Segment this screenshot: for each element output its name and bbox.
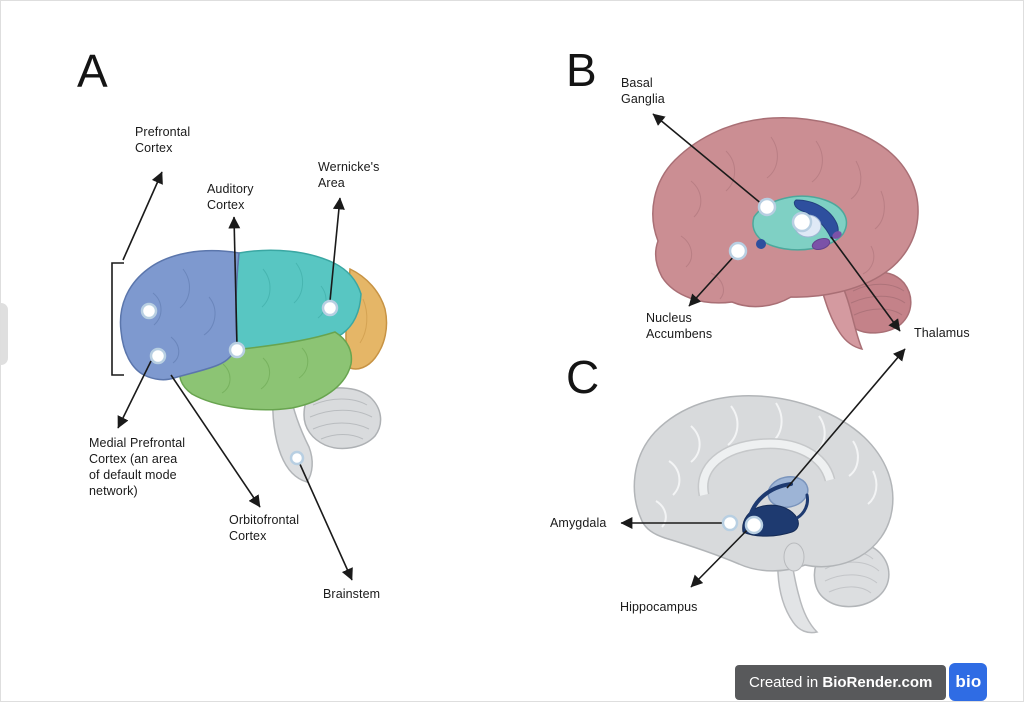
arrow-prefrontal-cortex: [122, 171, 163, 261]
corpus-callosum: [699, 439, 834, 496]
gyrus-line: [170, 336, 180, 364]
gyrus-line: [260, 357, 270, 390]
biorender-logo-icon: bio: [949, 663, 988, 701]
biorender-badge-text: Created in BioRender.com: [735, 664, 947, 700]
gyrus-line: [850, 160, 862, 200]
gyrus-line: [727, 405, 739, 446]
deep-purple-structure: [832, 231, 842, 239]
gyrus-line: [152, 292, 162, 326]
arrow-nucleus-accumbens: [688, 253, 737, 307]
biorender-badge: Created in BioRender.com bio: [735, 663, 988, 701]
screen-edge-artifact: [1, 303, 8, 365]
panel-a-brain: [119, 249, 388, 483]
panel-a-letter: A: [77, 45, 108, 97]
gyrus-line: [862, 245, 875, 275]
panel-b-letter: B: [566, 44, 597, 96]
marker-nucleus-accumbens: [728, 241, 748, 261]
gyrus-line: [710, 272, 724, 300]
gyrus-line: [874, 190, 885, 230]
gyrus-line: [655, 500, 667, 528]
marker-auditory-cortex: [228, 341, 246, 359]
marker-wernickes-area: [321, 299, 339, 317]
badge-prefix: Created in: [749, 673, 823, 691]
label-amygdala: Amygdala: [550, 516, 607, 530]
gyrus-line: [293, 262, 303, 304]
annotation-arrows: [111, 113, 906, 588]
cerebellum-striation: [312, 422, 370, 430]
thalamus-shape-c: [767, 475, 809, 509]
gyrus-line: [690, 180, 702, 218]
nucleus-accumbens-shape: [756, 239, 766, 249]
structure-markers: [140, 197, 813, 535]
gyrus-line: [766, 136, 778, 179]
cerebellum-striation: [824, 574, 878, 584]
gyrus-line: [814, 415, 826, 454]
brainstem-shape-b: [820, 283, 864, 351]
prefrontal-extent-bracket: [111, 262, 124, 376]
gyrus-line: [668, 460, 681, 496]
arrow-basal-ganglia: [652, 113, 764, 206]
gyrus-line: [680, 235, 693, 268]
gyrus-line: [179, 268, 190, 309]
badge-brand: BioRender.com: [822, 673, 933, 691]
label-orbitofrontal-cortex: Orbitofrontal Cortex: [229, 513, 300, 543]
label-auditory-cortex: Auditory Cortex: [207, 182, 254, 212]
gyrus-line: [811, 140, 823, 183]
panel-c-brain: [633, 395, 894, 634]
hippocampus-tail: [795, 493, 809, 520]
fornix-shape: [747, 482, 793, 522]
marker-thalamus-b: [791, 211, 813, 233]
cerebellum-striation: [852, 283, 905, 292]
marker-hippocampus: [744, 515, 764, 535]
label-hippocampus: Hippocampus: [620, 600, 698, 614]
marker-brainstem: [289, 450, 305, 466]
gyrus-line: [221, 363, 231, 394]
label-prefrontal-cortex: Prefrontal Cortex: [135, 125, 191, 155]
cerebellum-striation: [853, 308, 903, 316]
marker-amygdala: [721, 514, 739, 532]
marker-prefrontal-cortex: [140, 302, 158, 320]
arrow-wernickes-area: [329, 197, 345, 302]
panel-c-letter: C: [566, 351, 600, 403]
arrow-thalamus-panel-b: [830, 236, 901, 332]
arrow-thalamus-panel-c: [786, 348, 906, 489]
gyrus-line: [298, 347, 309, 379]
panel-b-brain: [652, 117, 919, 351]
cerebellum-striation: [850, 295, 906, 304]
arrow-medial-prefrontal-cortex: [117, 360, 152, 429]
gyrus-line: [690, 425, 701, 463]
label-wernickes-area: Wernicke's Area: [318, 160, 380, 190]
cerebellum-striation: [312, 398, 368, 406]
gyrus-line: [261, 268, 271, 308]
cortex-shape-c: [633, 395, 894, 572]
gyrus-line: [725, 150, 736, 192]
marker-basal-ganglia: [757, 197, 777, 217]
cerebellum-striation: [828, 586, 872, 594]
gyrus-line: [848, 440, 859, 477]
label-medial-prefrontal-cortex: Medial Prefrontal Cortex (an area of def…: [89, 436, 186, 498]
cerebellum-striation: [320, 434, 364, 440]
frontal-lobe-shape: [119, 250, 240, 381]
arrow-auditory-cortex: [228, 216, 241, 347]
cerebellum-striation: [309, 409, 373, 418]
marker-medial-prefrontal-cortex: [149, 347, 167, 365]
gyrus-line: [867, 470, 878, 505]
gyrus-line: [359, 298, 368, 344]
arrow-brainstem: [298, 461, 353, 581]
arrow-orbitofrontal-cortex: [170, 374, 261, 508]
pons-shape: [783, 542, 805, 572]
label-nucleus-accumbens: Nucleus Accumbens: [646, 311, 713, 341]
cerebellum-shape: [303, 387, 382, 450]
gyrus-line: [203, 296, 216, 336]
label-brainstem: Brainstem: [323, 587, 381, 601]
label-basal-ganglia: Basal Ganglia: [621, 76, 665, 106]
deep-purple-structure: [811, 237, 831, 251]
label-thalamus: Thalamus: [914, 326, 970, 340]
